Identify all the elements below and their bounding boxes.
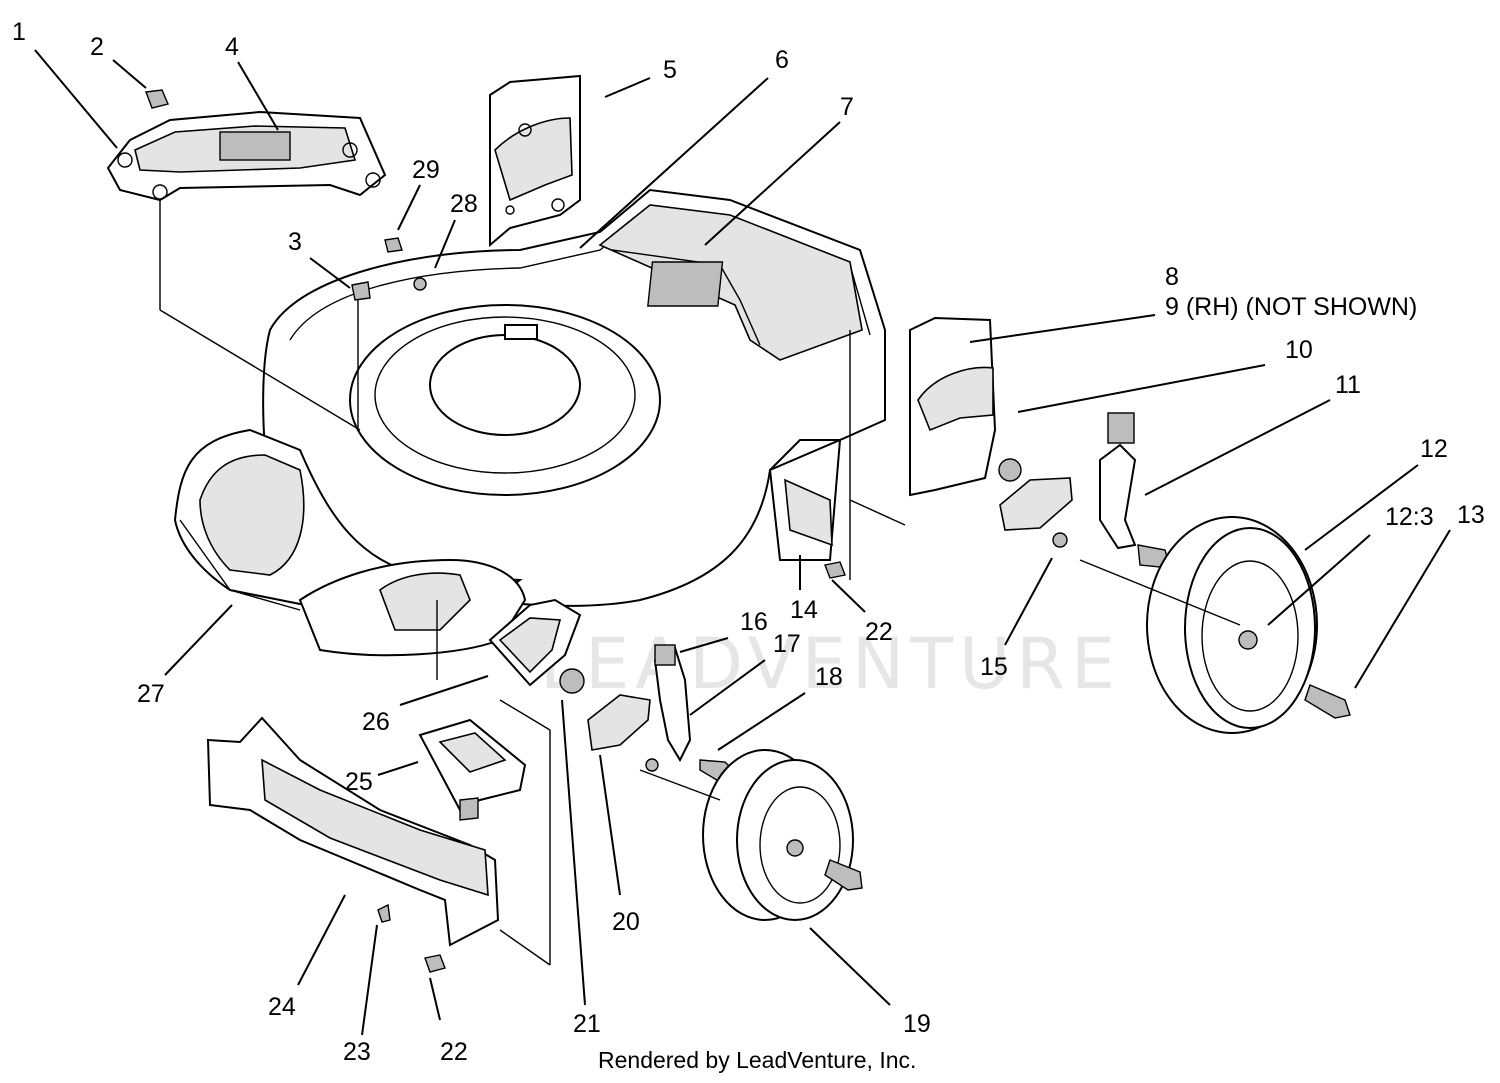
callout-22-lower: 22 — [440, 1038, 468, 1066]
callout-10: 10 — [1285, 336, 1313, 364]
callout-17: 17 — [773, 630, 801, 658]
watermark-text: LEADVENTURE — [540, 623, 1121, 705]
lever-part-11 — [1099, 412, 1171, 569]
callout-26: 26 — [362, 708, 390, 736]
callout-12-3: 12:3 — [1385, 503, 1434, 531]
render-credit: Rendered by LeadVenture, Inc. — [598, 1047, 916, 1073]
spacer-part-21 — [559, 668, 585, 694]
height-plate-part-26 — [436, 598, 582, 687]
callout-8: 8 — [1165, 263, 1179, 291]
callout-23: 23 — [343, 1038, 371, 1066]
lever-part-17 — [653, 644, 692, 763]
callout-18: 18 — [815, 663, 843, 691]
height-plate-part-8 — [849, 316, 997, 526]
callout-22-upper: 22 — [865, 618, 893, 646]
nut-part-22-upper — [824, 561, 846, 579]
callout-15: 15 — [980, 653, 1008, 681]
callout-7: 7 — [840, 93, 854, 121]
callout-25: 25 — [345, 768, 373, 796]
callout-11: 11 — [1335, 371, 1361, 399]
callout-3: 3 — [288, 228, 302, 256]
nut-part-2 — [145, 89, 169, 109]
callout-24: 24 — [268, 993, 296, 1021]
callout-9: 9 (RH) (NOT SHOWN) — [1165, 293, 1417, 321]
callout-28: 28 — [450, 190, 478, 218]
bracket-part-5 — [489, 74, 581, 248]
screw-part-23 — [377, 903, 391, 923]
callout-20: 20 — [612, 908, 640, 936]
nut-part-22-lower — [424, 954, 446, 973]
wheel-part-19 — [639, 749, 863, 921]
callout-27: 27 — [137, 680, 165, 708]
callout-6: 6 — [775, 46, 789, 74]
leader-lines — [34, 49, 1451, 1036]
bolt-part-3 — [351, 281, 371, 301]
callout-12: 12 — [1420, 435, 1448, 463]
callout-4: 4 — [225, 33, 239, 61]
front-shield-part-24 — [206, 699, 551, 966]
flap-part-4 — [106, 110, 387, 202]
callout-labels: 1 2 4 5 6 7 29 28 3 8 9 (RH) (NOT SHOWN)… — [12, 18, 1485, 1066]
callout-5: 5 — [663, 56, 677, 84]
callout-21: 21 — [573, 1010, 601, 1038]
watermark: LEADVENTURE — [540, 410, 1121, 705]
callout-1: 1 — [12, 18, 26, 46]
callout-19: 19 — [903, 1010, 931, 1038]
callout-16: 16 — [740, 608, 768, 636]
axle-bracket-part-15 — [998, 458, 1073, 548]
nut-part-29 — [384, 237, 403, 253]
callout-2: 2 — [90, 33, 104, 61]
deflector-part-25 — [418, 718, 527, 821]
nut-part-28 — [413, 277, 427, 291]
bolt-part-13 — [1304, 684, 1351, 719]
wheel-part-12 — [1079, 516, 1318, 734]
callout-13: 13 — [1457, 501, 1485, 529]
axle-bracket-part-20 — [587, 694, 659, 772]
callout-29: 29 — [412, 156, 440, 184]
callout-14: 14 — [790, 596, 818, 624]
mower-deck — [159, 180, 886, 657]
